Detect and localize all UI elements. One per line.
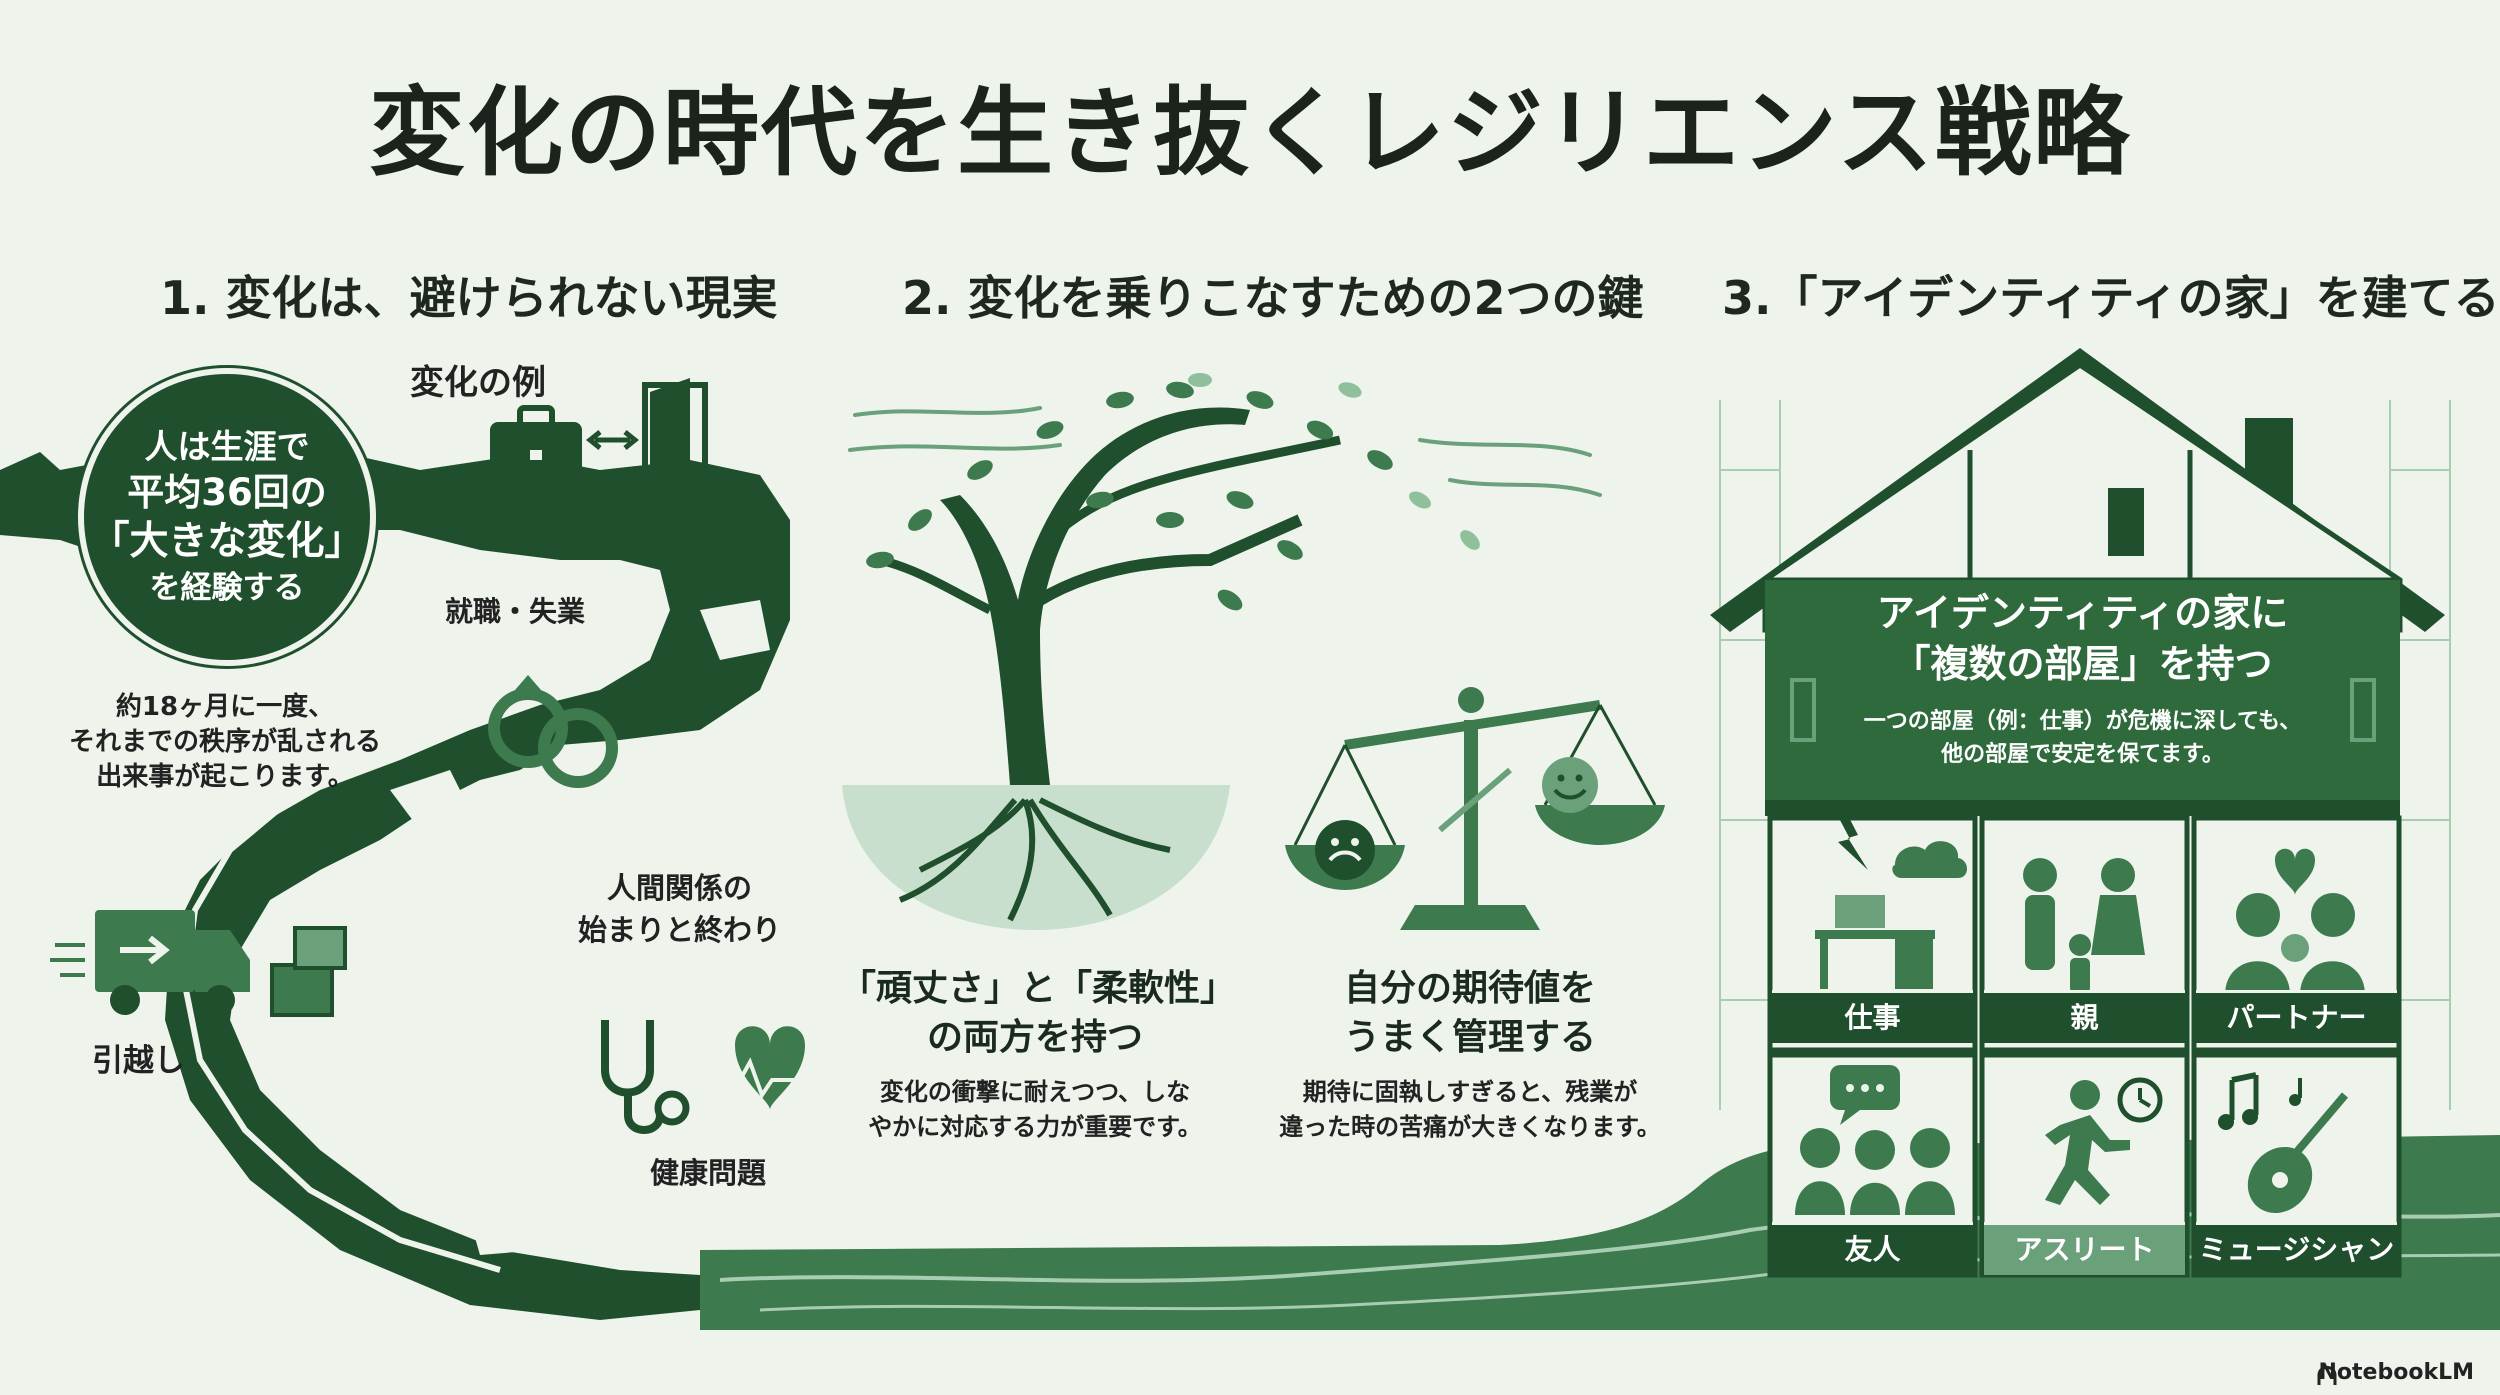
family-icon: [2023, 858, 2145, 993]
briefcase-door-icon: [490, 378, 708, 515]
section-2-heading: 2. 変化を乗りこなすための2つの鍵: [902, 271, 1644, 325]
examples-heading: 変化の例: [410, 363, 546, 403]
event-relationship-line-2: 始まりと終わり: [578, 913, 782, 947]
house-attic-desc-line-2: 他の部屋で安定を保てます。: [1941, 742, 2224, 767]
event-relationship: 人間関係の 始まりと終わり: [578, 865, 781, 949]
truck-icon: [50, 910, 347, 1017]
wind-lines: [848, 406, 1602, 497]
tree-icon: [842, 373, 1480, 930]
key-2-desc: 期待に固執しすぎると、残業が 違った時の苦痛が大きくなります。: [1270, 1075, 1670, 1145]
key-1-title-line-1: 「頑丈さ」と「柔軟性」: [840, 968, 1237, 1009]
room-friends: 友人: [1772, 1222, 1973, 1275]
frequency-note-line-1: 約18ヶ月に一度、: [115, 692, 335, 722]
house-attic-title: アイデンティティの家に 「複数の部屋」を持つ: [1790, 588, 2375, 691]
key-1-desc: 変化の衝撃に耐えつつ、しな やかに対応する力が重要です。: [845, 1075, 1225, 1145]
key-1-desc-line-1: 変化の衝撃に耐えつつ、しな: [879, 1078, 1191, 1106]
key-2-desc-line-2: 違った時の苦痛が大きくなります。: [1279, 1112, 1661, 1141]
friends-chat-icon: [1795, 1065, 1955, 1215]
room-musician: ミュージシャン: [2196, 1222, 2397, 1275]
brand-watermark: NotebookLM: [2319, 1360, 2474, 1385]
key-1-title: 「頑丈さ」と「柔軟性」 の両方を持つ: [840, 965, 1237, 1062]
key-2-desc-line-1: 期待に固執しすぎると、残業が: [1302, 1078, 1638, 1106]
balance-scale-icon: [1285, 687, 1665, 930]
key-1-title-line-2: の両方を持つ: [926, 1016, 1143, 1058]
event-health: 健康問題: [650, 1156, 767, 1190]
key-2-title-line-2: うまく管理する: [1343, 1016, 1596, 1058]
event-relationship-line-1: 人間関係の: [607, 871, 753, 905]
house-attic-desc: 一つの部屋（例：仕事）が危機に深しても、 他の部屋で安定を保てます。: [1790, 705, 2375, 771]
stat-circle: 人は生涯で 平均36回の 「大きな変化」 を経験する: [78, 368, 376, 666]
room-athlete: アスリート: [1984, 1222, 2185, 1275]
brand-text: NotebookLM: [2318, 1360, 2474, 1385]
house-attic-title-line-2: 「複数の部屋」を持つ: [1892, 642, 2273, 687]
key-2-title: 自分の期待値を うまく管理する: [1280, 965, 1660, 1062]
stat-line-1: 人は生涯で: [144, 427, 310, 467]
guitar-music-icon: [2218, 1072, 2349, 1214]
frequency-note-line-2: それまでの秩序が乱される: [68, 727, 381, 758]
room-work: 仕事: [1772, 990, 1973, 1043]
stat-line-4: を経験する: [149, 569, 305, 606]
section-3-heading: 3.「アイデンティティの家」を建てる: [1722, 271, 2500, 325]
runner-stopwatch-icon: [2045, 1077, 2163, 1205]
stat-line-3: 「大きな変化」: [90, 519, 364, 564]
key-2-title-line-1: 自分の期待値を: [1343, 968, 1596, 1009]
work-desk-icon: [1815, 800, 1967, 989]
key-1-desc-line-2: やかに対応する力が重要です。: [868, 1112, 1202, 1141]
stat-line-2: 平均36回の: [127, 470, 327, 514]
house-attic-title-line-1: アイデンティティの家に: [1876, 591, 2289, 635]
frequency-note-line-3: 出来事が起こります。: [96, 762, 354, 793]
stethoscope-heart-icon: [601, 1020, 805, 1134]
page-title: 変化の時代を生き抜くレジリエンス戦略: [368, 77, 2132, 189]
section-1-heading: 1. 変化は、避けられない現実: [160, 271, 778, 325]
room-parent: 親: [1984, 990, 2185, 1043]
event-job: 就職・失業: [445, 595, 586, 628]
room-partner: パートナー: [2196, 990, 2397, 1043]
frequency-note: 約18ヶ月に一度、 それまでの秩序が乱される 出来事が起こります。: [40, 690, 410, 795]
event-move: 引越し: [92, 1043, 185, 1079]
rings-icon: [488, 675, 618, 788]
notebooklm-logo-icon: [2317, 1366, 2337, 1385]
partner-heart-icon: [2225, 848, 2365, 995]
house-attic-desc-line-1: 一つの部屋（例：仕事）が危機に深しても、: [1863, 709, 2302, 734]
